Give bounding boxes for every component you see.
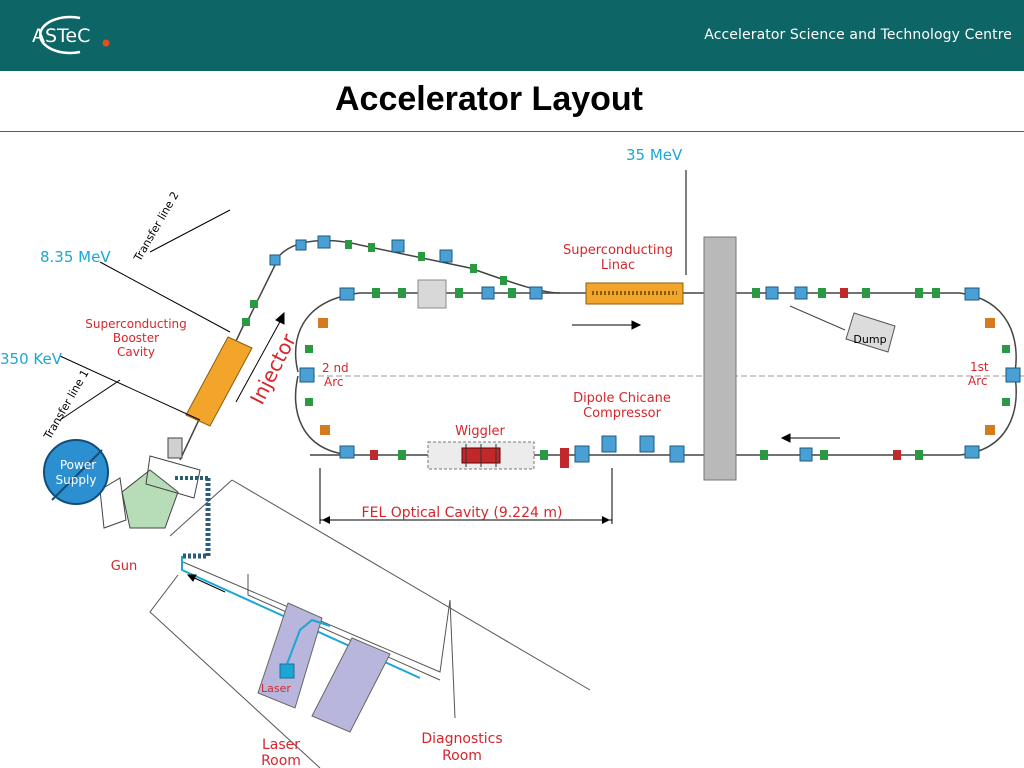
diagnostic-box [417, 279, 447, 309]
header-bar: ASTeC Accelerator Science and Technology… [0, 0, 1024, 71]
laser-room-label-2: Room [261, 753, 301, 768]
booster-label-3: Cavity [117, 345, 155, 359]
diag-room-label-1: Diagnostics [421, 731, 502, 747]
leader-lines [59, 170, 687, 524]
gun-label: Gun [111, 559, 138, 574]
transfer-line-2-magnets [242, 235, 507, 326]
page-title: Accelerator Layout [335, 80, 643, 118]
energy-label-8-35mev: 8.35 MeV [40, 248, 111, 266]
chicane-label-1: Dipole Chicane [573, 391, 671, 406]
power-label-1: Power [60, 458, 96, 472]
energy-label-35mev: 35 MeV [626, 146, 683, 164]
arc1-label-1: 1st [970, 360, 989, 374]
dump-label: Dump [853, 333, 886, 346]
transfer-line-1-label: Transfer line 1 [41, 367, 92, 442]
laser-room-label-1: Laser [262, 737, 300, 753]
transfer-line-2-label: Transfer line 2 [131, 189, 182, 264]
booster-cavity [185, 336, 253, 427]
fel-arrow-left [322, 516, 330, 524]
fel-cavity-label: FEL Optical Cavity (9.224 m) [362, 505, 563, 521]
laser-label: Laser [261, 682, 291, 695]
building-outline [149, 479, 591, 768]
accelerator-diagram: Dump [0, 146, 1024, 768]
power-supply: Power Supply [43, 439, 109, 505]
shield-wall [703, 236, 737, 481]
arc2-label-1: 2 nd [322, 361, 349, 375]
arc2-label-2: Arc [324, 375, 343, 389]
injector-label: Injector [245, 329, 301, 408]
astec-logo: ASTeC [32, 15, 110, 55]
diag-room-label-2: Room [442, 748, 482, 764]
magnets-bottom [370, 435, 923, 468]
booster-label-1: Superconducting [85, 317, 187, 331]
logo-text: ASTeC [32, 25, 90, 47]
energy-label-350kev: 350 KeV [0, 350, 63, 368]
laser-room-equipment [257, 602, 391, 733]
gun-assembly [99, 437, 201, 529]
sc-linac-label-2: Linac [601, 258, 635, 273]
sc-linac-label-1: Superconducting [563, 243, 673, 258]
flow-arrows [186, 311, 840, 593]
booster-label-2: Booster [113, 331, 159, 345]
wiggler-label: Wiggler [455, 424, 505, 439]
arc-magnets [299, 287, 1021, 459]
arc1-label-2: Arc [968, 374, 987, 388]
chicane-label-2: Compressor [583, 406, 662, 421]
wiggler [427, 441, 535, 470]
fel-arrow-right [602, 516, 610, 524]
magnets-top [372, 286, 940, 300]
main-linac [585, 282, 684, 305]
logo-dot [102, 39, 110, 47]
transfer-line-pipe [175, 476, 421, 679]
title-divider [0, 131, 1024, 132]
dump: Dump [789, 305, 896, 353]
power-label-2: Supply [56, 473, 97, 487]
org-name: Accelerator Science and Technology Centr… [704, 27, 1012, 43]
